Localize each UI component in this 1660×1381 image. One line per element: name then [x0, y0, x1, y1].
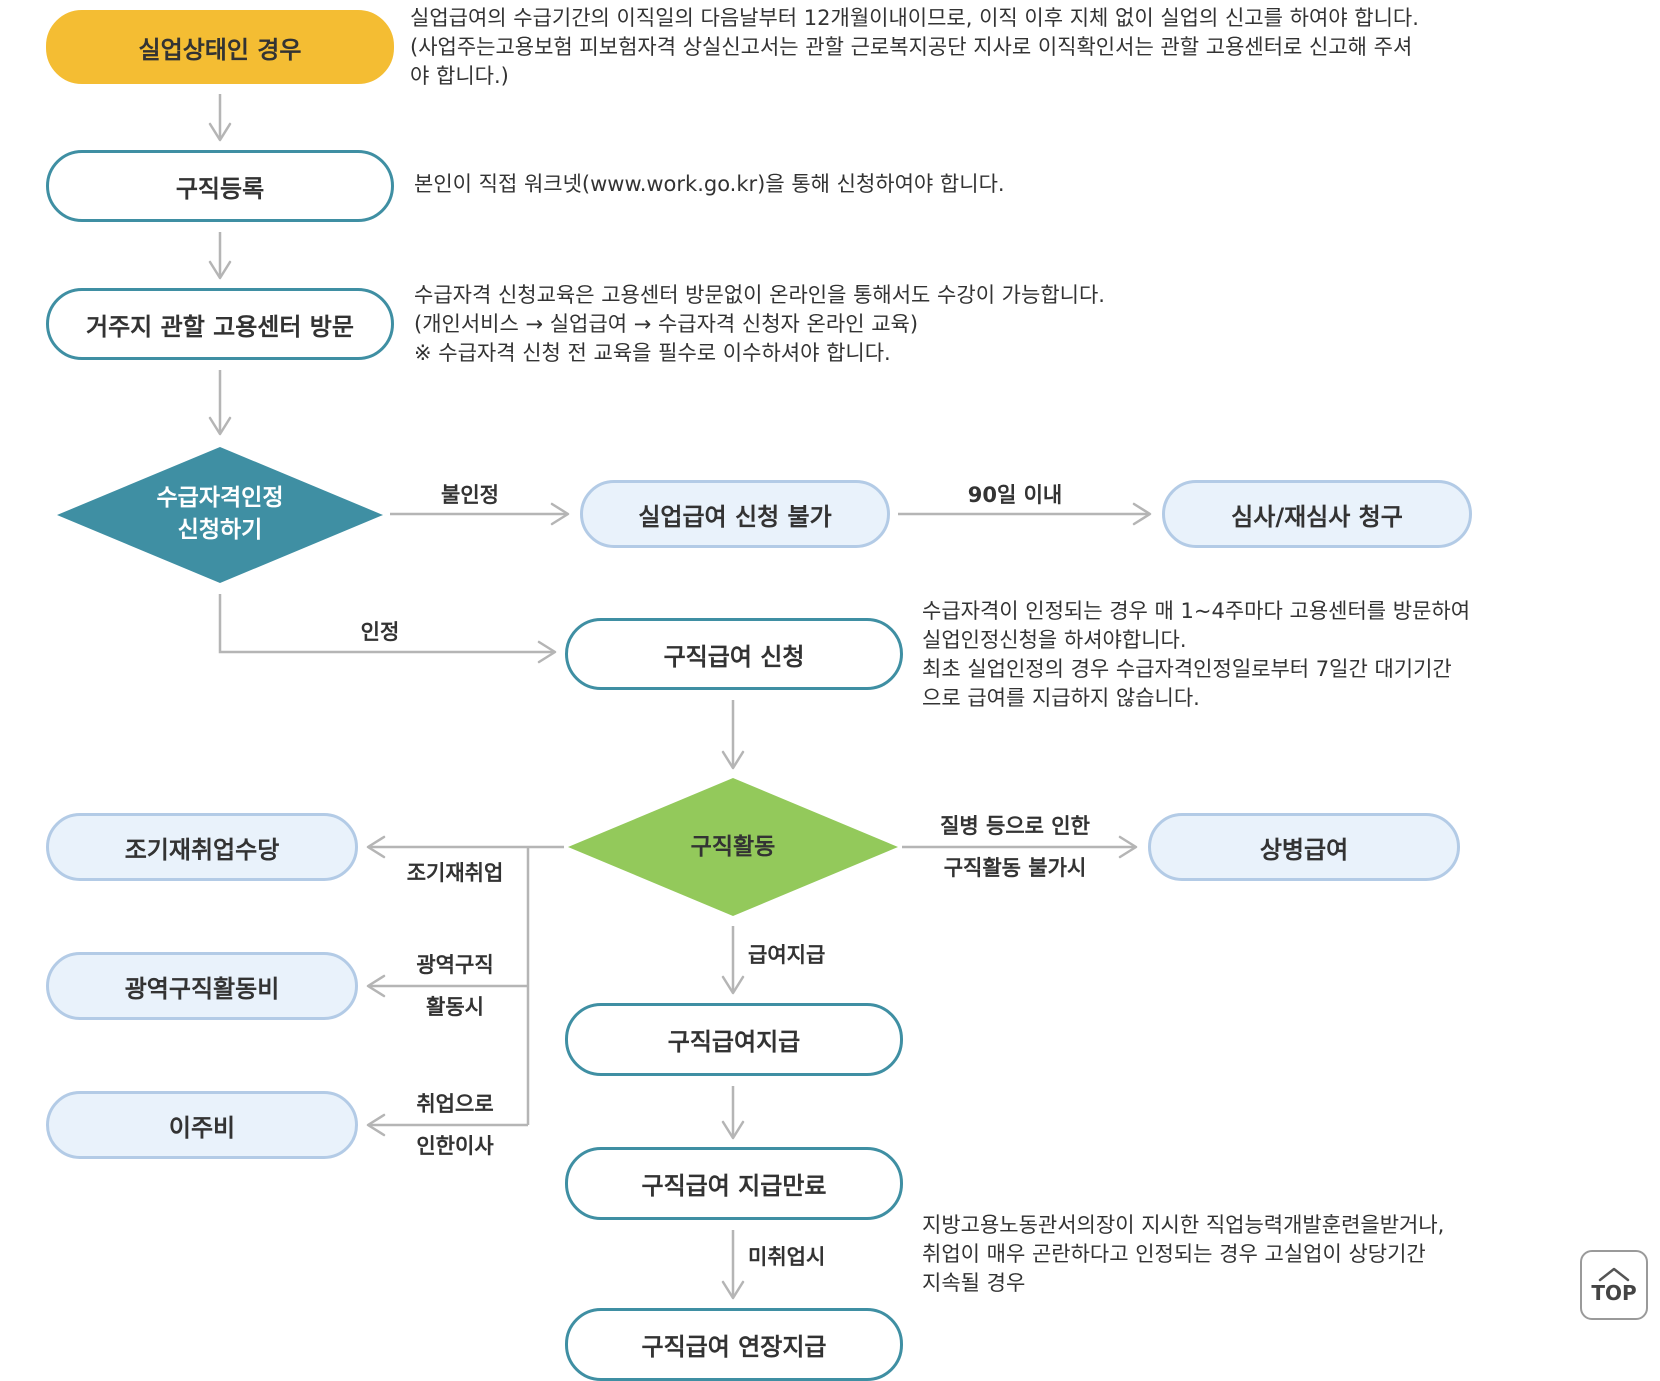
note-payment-complete-line-2: 취업이 매우 곤란하다고 인정되는 경우 고실업이 상당기간 [922, 1242, 1426, 1266]
eligibility-decision-diamond [57, 447, 383, 583]
note-unemployed: 실업급여의 수급기간의 이직일의 다음날부터 12개월이내이므로, 이직 이후 … [410, 4, 1645, 91]
edge-label-sickness-line-1: 질병 등으로 인한 [940, 814, 1090, 838]
note-payment-complete-line-1: 지방고용노동관서의장이 지시한 직업능력개발훈련을받거나, [922, 1213, 1445, 1237]
note-apply-benefit-line-3: 최초 실업인정의 경우 수급자격인정일로부터 7일간 대기기간 [922, 657, 1452, 681]
node-sickness-benefit: 상병급여 [1148, 813, 1460, 881]
edge-label-relocation-line-2: 인한이사 [416, 1134, 494, 1158]
edge-label-wide-area: 광역구직 활동시 [390, 944, 520, 1028]
node-review-request: 심사/재심사 청구 [1162, 480, 1472, 548]
note-job-registration-line-1: 본인이 직접 워크넷(www.work.go.kr)을 통해 신청하여야 합니다… [414, 172, 1005, 196]
note-visit-center-line-2: (개인서비스 → 실업급여 → 수급자격 신청자 온라인 교육) [414, 312, 919, 336]
node-wide-area-expense: 광역구직활동비 [46, 952, 358, 1020]
node-payment-complete: 구직급여 지급만료 [565, 1147, 903, 1220]
edge-label-within-90-days: 90일 이내 [967, 483, 1063, 507]
job-search-decision-label: 구직활동 [690, 834, 776, 860]
edge-label-relocation: 취업으로 인한이사 [390, 1083, 520, 1167]
job-search-decision-diamond [568, 778, 898, 916]
note-apply-benefit-line-2: 실업인정신청을 하셔야합니다. [922, 628, 1187, 652]
edge-label-not-recognized: 불인정 [441, 483, 499, 507]
note-visit-center-line-3: ※ 수급자격 신청 전 교육을 필수로 이수하셔야 합니다. [414, 341, 891, 365]
note-apply-benefit-line-4: 으로 급여를 지급하지 않습니다. [922, 686, 1200, 710]
note-apply-benefit: 수급자격이 인정되는 경우 매 1~4주마다 고용센터를 방문하여 실업인정신청… [922, 597, 1622, 713]
note-unemployed-line-3: 야 합니다.) [410, 64, 509, 88]
edge-label-recognized: 인정 [360, 620, 400, 644]
connector-eligibility-to-apply [218, 594, 557, 664]
note-payment-complete: 지방고용노동관서의장이 지시한 직업능력개발훈련을받거나, 취업이 매우 곤란하… [922, 1211, 1622, 1298]
note-visit-center-line-1: 수급자격 신청교육은 고용센터 방문없이 온라인을 통해서도 수강이 가능합니다… [414, 283, 1105, 307]
node-relocation-expense: 이주비 [46, 1091, 358, 1159]
eligibility-decision-line-1: 수급자격인정 [156, 485, 284, 511]
note-unemployed-line-1: 실업급여의 수급기간의 이직일의 다음날부터 12개월이내이므로, 이직 이후 … [410, 6, 1419, 30]
edge-label-not-employed: 미취업시 [748, 1245, 826, 1269]
note-visit-center: 수급자격 신청교육은 고용센터 방문없이 온라인을 통해서도 수강이 가능합니다… [414, 281, 1414, 368]
eligibility-decision-label: 수급자격인정 신청하기 [120, 482, 320, 546]
node-early-reemployment: 조기재취업수당 [46, 813, 358, 881]
edge-label-wide-area-line-2: 활동시 [426, 995, 484, 1019]
edge-label-relocation-line-1: 취업으로 [416, 1092, 494, 1116]
edge-label-early-reemployment: 조기재취업 [406, 861, 504, 885]
node-job-registration: 구직등록 [46, 150, 394, 222]
node-apply-benefit: 구직급여 신청 [565, 618, 903, 690]
note-apply-benefit-line-1: 수급자격이 인정되는 경우 매 1~4주마다 고용센터를 방문하여 [922, 599, 1471, 623]
edge-label-sickness-line-2: 구직활동 불가시 [943, 856, 1087, 880]
node-unemployed: 실업상태인 경우 [46, 10, 394, 84]
node-visit-center: 거주지 관할 고용센터 방문 [46, 288, 394, 360]
scroll-top-label: TOP [1591, 1281, 1637, 1305]
node-extended-payment: 구직급여 연장지급 [565, 1308, 903, 1381]
node-benefit-payment: 구직급여지급 [565, 1003, 903, 1076]
edge-label-wide-area-line-1: 광역구직 [416, 953, 494, 977]
scroll-top-button[interactable]: TOP [1580, 1250, 1648, 1320]
node-not-eligible: 실업급여 신청 불가 [580, 480, 890, 548]
edge-label-sickness: 질병 등으로 인한 구직활동 불가시 [910, 805, 1120, 889]
eligibility-decision-line-2: 신청하기 [177, 517, 263, 543]
note-job-registration: 본인이 직접 워크넷(www.work.go.kr)을 통해 신청하여야 합니다… [414, 170, 1314, 199]
note-payment-complete-line-3: 지속될 경우 [922, 1271, 1026, 1295]
chevron-up-icon [1598, 1267, 1630, 1282]
note-unemployed-line-2: (사업주는고용보험 피보험자격 상실신고서는 관할 근로복지공단 지사로 이직확… [410, 35, 1413, 59]
edge-label-benefit-payment: 급여지급 [748, 943, 826, 967]
